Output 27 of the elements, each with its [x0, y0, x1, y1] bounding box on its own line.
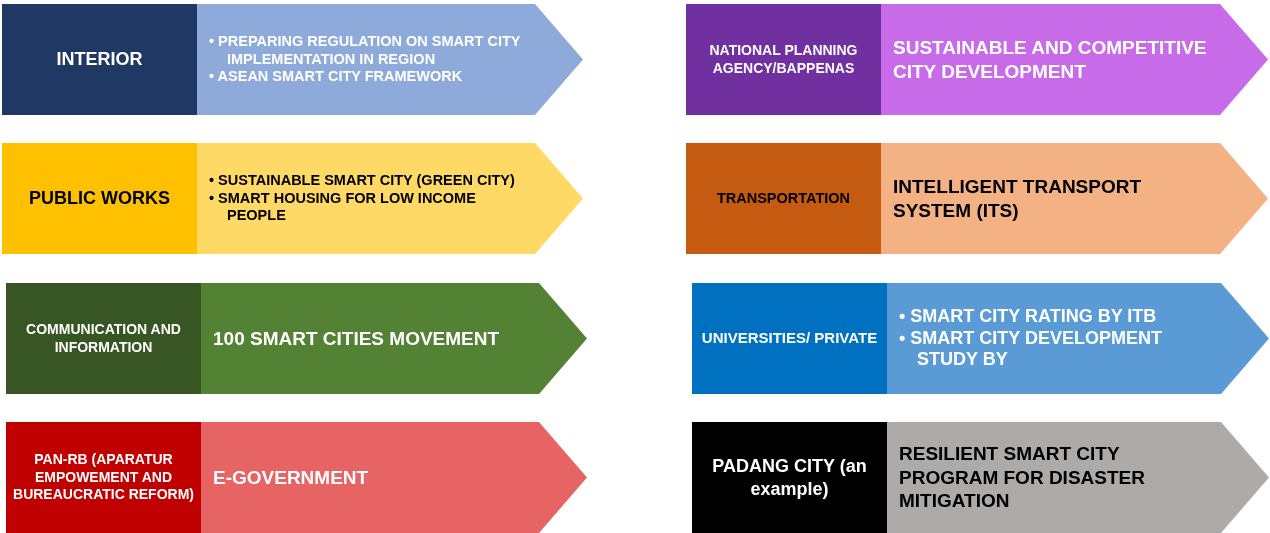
program-text: 100 SMART CITIES MOVEMENT: [213, 326, 500, 351]
department-label: PAN-RB (APARATUR EMPOWEMENT AND BUREAUCRATIC REFORM): [12, 451, 195, 504]
program-text: SUSTAINABLE AND COMPETITIVE CITY DEVELOPMENT: [893, 35, 1208, 84]
bullet-item: • PREPARING REGULATION ON SMART CITY IMPLEMENTATION IN REGION: [209, 33, 522, 69]
department-label: UNIVERSITIES/ PRIVATE: [701, 329, 878, 348]
label-box: [686, 4, 881, 115]
program-text: RESILIENT SMART CITY PROGRAM FOR DISASTER MITIGATION: [899, 441, 1146, 514]
label-box: [2, 4, 197, 115]
program-text: E-GOVERNMENT: [213, 465, 369, 490]
department-label: INTERIOR: [56, 48, 143, 71]
label-box: [692, 283, 887, 394]
label-box: [6, 422, 201, 533]
label-box: [686, 143, 881, 254]
label-box: [6, 283, 201, 394]
label-box: [692, 422, 887, 533]
bullet-item: • SMART CITY RATING BY ITB: [899, 306, 1158, 328]
department-label: NATIONAL PLANNING AGENCY/BAPPENAS: [708, 42, 859, 77]
department-label: PUBLIC WORKS: [29, 187, 170, 210]
bullet-item: • SUSTAINABLE SMART CITY (GREEN CITY): [209, 172, 516, 190]
department-label: PADANG CITY (an example): [711, 455, 868, 500]
program-text: INTELLIGENT TRANSPORT SYSTEM (ITS): [893, 174, 1143, 223]
department-label: TRANSPORTATION: [716, 189, 851, 208]
bullet-item: • SMART CITY DEVELOPMENT STUDY BY: [899, 327, 1163, 371]
department-label: COMMUNICATION AND INFORMATION: [25, 321, 182, 356]
bullet-item: • ASEAN SMART CITY FRAMEWORK: [209, 68, 464, 86]
label-box: [2, 143, 197, 254]
bullet-item: • SMART HOUSING FOR LOW INCOME PEOPLE: [209, 189, 477, 225]
